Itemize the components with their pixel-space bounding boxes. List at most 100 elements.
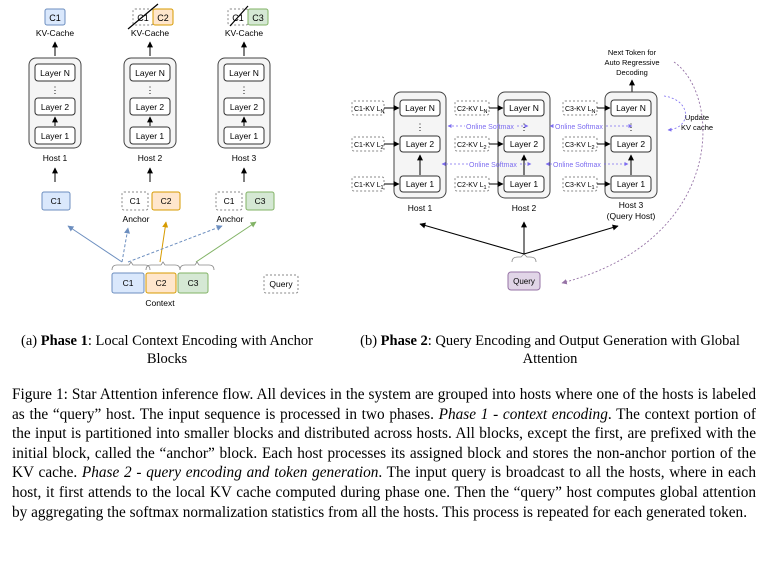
subcaption-b-text: : Query Encoding and Output Generation w… (427, 333, 740, 367)
online-softmax-label: Online Softmax (555, 124, 603, 131)
layer-2 (34, 97, 76, 116)
context-block-label: C1 (123, 278, 134, 288)
layer-2 (223, 97, 265, 116)
anchor-block-label: C1 (224, 196, 235, 206)
layer-2-label: Layer 2 (617, 139, 646, 149)
kv-label: C3-KV L2 (565, 142, 595, 151)
caption-italic-2: Phase 2 - query encoding and token gener… (81, 464, 379, 482)
host-label: Host 2 (512, 203, 537, 213)
context-label: Context (145, 298, 175, 308)
layer-1 (223, 126, 265, 145)
kv-label: C2-KV L1 (457, 182, 487, 191)
layer-n-label: Layer N (40, 68, 70, 78)
host-label: Host 1 (408, 203, 433, 213)
autoregressive-feedback-arrow (561, 61, 704, 285)
input-block-c1 (41, 191, 71, 211)
layer-2-label: Layer 2 (136, 102, 165, 112)
ellipsis: ⋮ (51, 85, 60, 95)
layer-2-label: Layer 2 (406, 139, 435, 149)
host-label: Host 3 (619, 200, 644, 210)
layer-n (129, 63, 171, 82)
layer-2 (129, 97, 171, 116)
kv-label: C3-KV L1 (565, 182, 595, 191)
input-block-label: C1 (51, 196, 62, 206)
online-softmax-arrows: Online Softmax Online Softmax Online Sof… (441, 124, 633, 169)
layer-1 (129, 126, 171, 145)
context-block-c2 (145, 272, 177, 294)
kv-block-c1 (44, 8, 66, 26)
anchor-block-label: C1 (130, 196, 141, 206)
phase2-host-1-layers: Layer N ⋮ Layer 2 Layer 1 (399, 99, 441, 193)
strike-line (127, 3, 159, 30)
kv-cache-label: KV-Cache (225, 28, 264, 38)
layer-1-label: Layer 1 (617, 179, 646, 189)
subcaption-a-phase: Phase 1 (40, 333, 88, 349)
phase1-host-1: C1 KV-Cache Layer N ⋮ Layer 2 Layer 1 Ho… (28, 8, 82, 211)
kv-label: C2-KV L2 (457, 142, 487, 151)
layer-1-label: Layer 1 (230, 131, 259, 141)
context-block-label: C2 (156, 278, 167, 288)
kv-block-label: C3 (252, 13, 264, 23)
subcaption-b-prefix: (b) (360, 333, 381, 349)
online-softmax-label: Online Softmax (469, 162, 517, 169)
update-label-line1: Update (685, 113, 709, 122)
query-label: Query (269, 279, 293, 289)
phase2-panel: Next Token for Auto Regressive Decoding … (351, 48, 713, 291)
ellipsis: ⋮ (240, 85, 249, 95)
subcaption-a-prefix: (a) (21, 333, 41, 349)
strike-line (229, 5, 249, 27)
layer-1-label: Layer 1 (136, 131, 165, 141)
ellipsis: ⋮ (146, 85, 155, 95)
kv-block-label: C2 (157, 13, 169, 23)
phase2-host-2-layers: Layer N ⋮ Layer 2 Layer 1 (503, 99, 545, 193)
input-block-c3 (245, 191, 275, 211)
subcaption-a-text: : Local Context Encoding with Anchor Blo… (87, 333, 313, 367)
ellipsis: ⋮ (416, 122, 425, 132)
subcaption-b: (b) Phase 2: Query Encoding and Output G… (340, 332, 760, 368)
layer-1 (34, 126, 76, 145)
layer-2-label: Layer 2 (41, 102, 70, 112)
kv-label: C1-KV LN (354, 106, 384, 115)
host-label: Host 2 (138, 153, 163, 163)
query-block-phase1 (263, 274, 299, 294)
update-kv-arrow (663, 95, 686, 132)
phase1-host-3: C1 C3 KV-Cache Layer N ⋮ Layer 2 Layer 1… (215, 5, 275, 224)
layer-n-label: Layer N (135, 68, 165, 78)
anchor-label: Anchor (123, 214, 150, 224)
phase1-host-2: C1 C2 KV-Cache Layer N ⋮ Layer 2 Layer 1… (121, 3, 181, 224)
kv-block-c3 (247, 8, 269, 26)
ellipsis: ⋮ (627, 122, 636, 132)
context-block-label: C3 (188, 278, 199, 288)
host-label: Host 1 (43, 153, 68, 163)
context-group: C1 C2 C3 Context (111, 261, 215, 308)
kv-block-label: C1 (137, 13, 149, 23)
anchor-label: Anchor (217, 214, 244, 224)
caption-text-1: Figure 1: Star Attention inference flow.… (12, 386, 756, 423)
kv-label: C1-KV L2 (354, 142, 384, 151)
phase1-panel: C1 KV-Cache Layer N ⋮ Layer 2 Layer 1 Ho… (28, 3, 299, 308)
next-token-label-line2: Auto Regressive (604, 58, 659, 67)
kv-label: C1-KV L1 (354, 182, 384, 191)
layer-n-label: Layer N (229, 68, 259, 78)
query-block-phase2 (507, 271, 541, 291)
input-block-label: C3 (255, 196, 266, 206)
layer-1-label: Layer 1 (510, 179, 539, 189)
caption-text-2: . The context portion of the input is pa… (12, 405, 756, 482)
anchor-block-c1 (121, 191, 149, 211)
next-token-label-line3: Decoding (616, 68, 648, 77)
distribution-arrows (67, 221, 257, 263)
query-host-label: (Query Host) (607, 211, 656, 221)
layer-n-label: Layer N (616, 103, 646, 113)
online-softmax-label: Online Softmax (553, 162, 601, 169)
kv-label: C2-KV LN (457, 106, 487, 115)
layer-n (223, 63, 265, 82)
context-block-c1 (111, 272, 145, 294)
subcaption-a: (a) Phase 1: Local Context Encoding with… (8, 332, 326, 368)
query-label: Query (513, 277, 535, 286)
kv-cache-label: KV-Cache (131, 28, 170, 38)
layer-n (34, 63, 76, 82)
star-attention-diagram: C1 KV-Cache Layer N ⋮ Layer 2 Layer 1 Ho… (28, 3, 713, 308)
online-softmax-label: Online Softmax (466, 124, 514, 131)
anchor-block-c1 (215, 191, 243, 211)
input-block-c2 (151, 191, 181, 211)
